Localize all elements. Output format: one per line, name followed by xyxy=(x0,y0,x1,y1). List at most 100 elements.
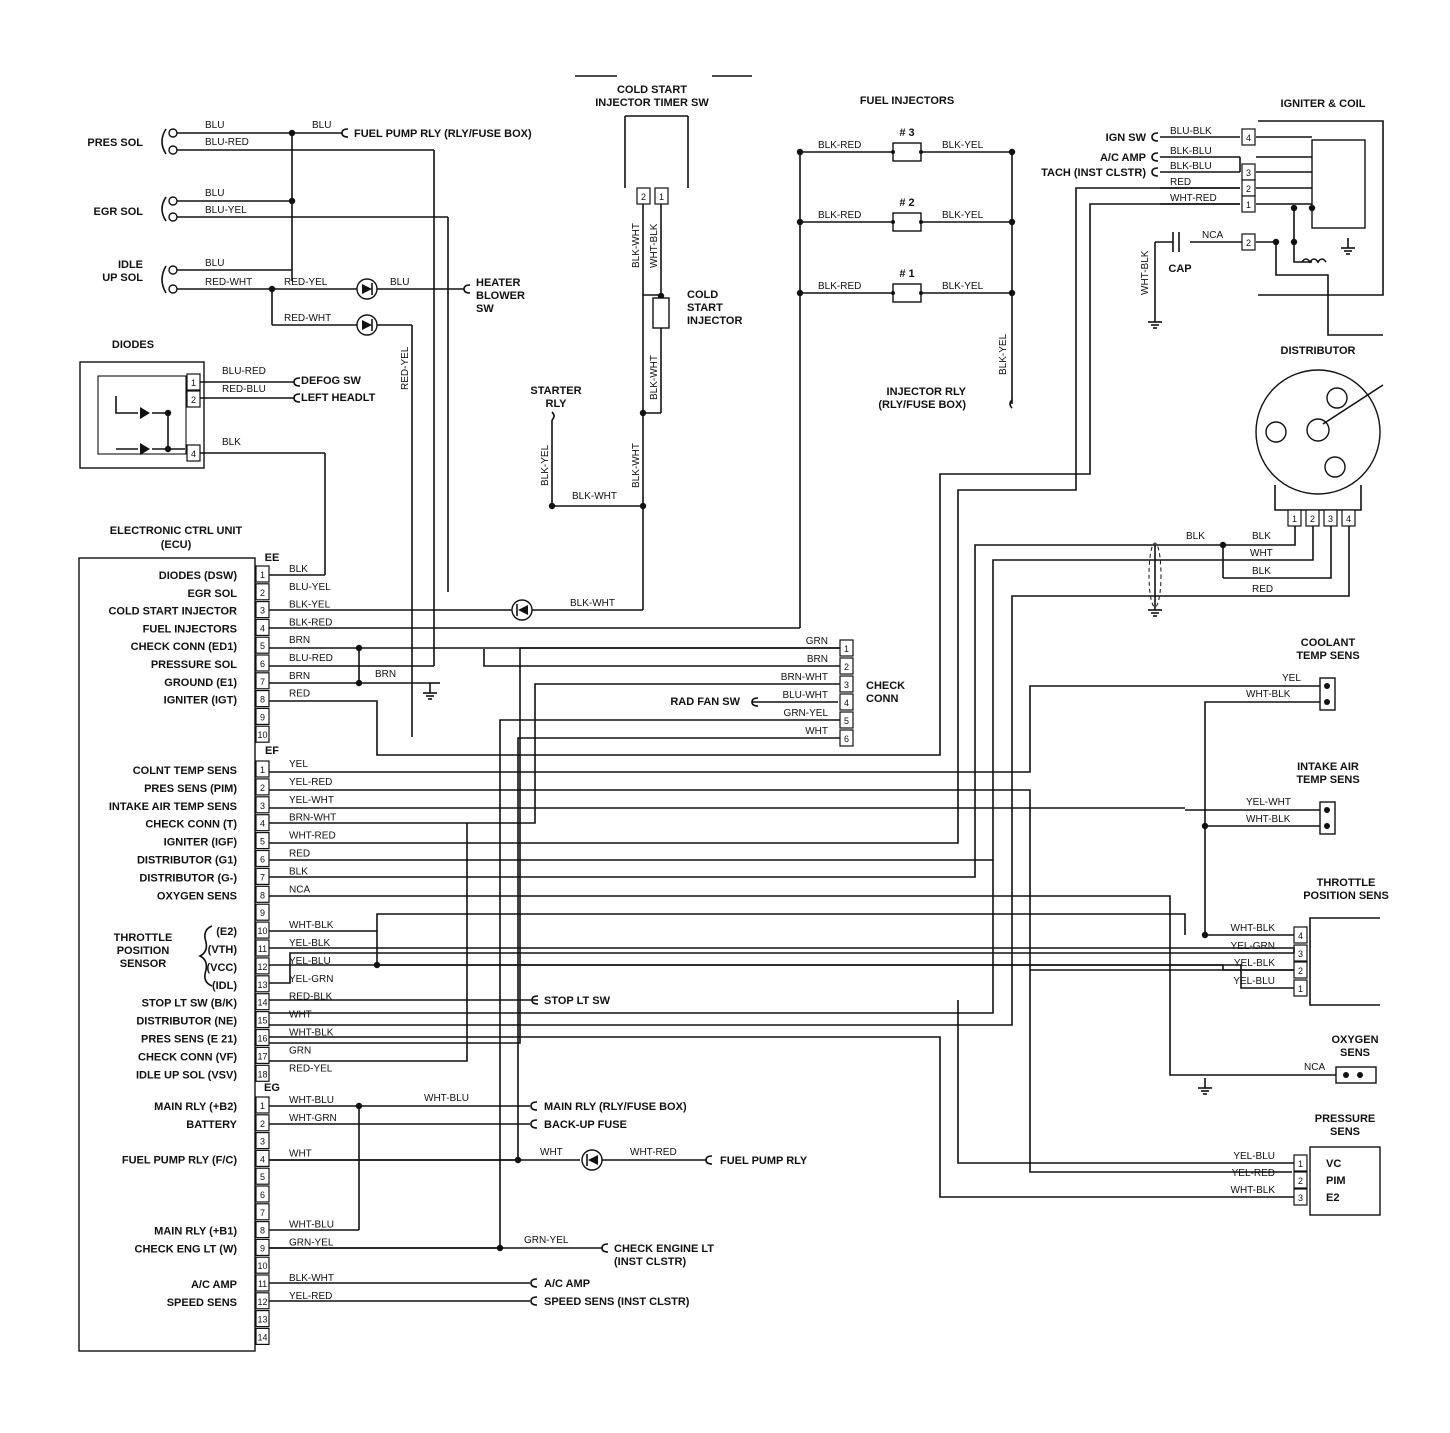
wire-label: WHT xyxy=(1250,548,1273,559)
wire-path xyxy=(269,559,1223,861)
idle-up-label: UP SOL xyxy=(102,272,143,284)
pin-number: 6 xyxy=(260,659,265,669)
wire-path xyxy=(269,647,840,1044)
pin-number: 1 xyxy=(1246,200,1251,210)
pin-number: 11 xyxy=(258,1279,267,1289)
coolant-connector xyxy=(1319,677,1336,711)
pin-number: 3 xyxy=(1328,514,1333,524)
wire-path xyxy=(1155,526,1296,546)
ecu-wire-label: BLU-RED xyxy=(289,653,333,664)
wire-label: WHT-BLU xyxy=(424,1093,469,1104)
pressure-pin-name: PIM xyxy=(1326,1175,1346,1187)
distributor-title: DISTRIBUTOR xyxy=(1281,345,1356,357)
pin-number: 7 xyxy=(260,677,265,687)
ecu-pin xyxy=(255,957,270,975)
ecu-wire-label: WHT xyxy=(289,1010,312,1021)
ecu-pin xyxy=(255,725,270,743)
cold-start-timer-title: INJECTOR TIMER SW xyxy=(595,97,709,109)
rotor-arm xyxy=(1322,384,1384,425)
ecu-pin xyxy=(255,1185,270,1203)
wire-label: WHT-RED xyxy=(630,1147,677,1158)
pin-number: 3 xyxy=(1298,949,1303,959)
pin-number: 10 xyxy=(257,730,267,740)
pin-dot xyxy=(891,150,895,154)
wire-label: BLU-RED xyxy=(205,137,249,148)
pin-number: 15 xyxy=(257,1016,267,1026)
igniter-row-label: A/C AMP xyxy=(1100,152,1146,164)
ecu-wire-label: YEL xyxy=(289,759,308,770)
ecu-pin xyxy=(255,1327,270,1346)
ecu-pin-label: GROUND (E1) xyxy=(164,677,237,689)
pin-dot xyxy=(891,291,895,295)
ecu-connector-eg: EG xyxy=(264,1082,280,1094)
injector-number: # 1 xyxy=(899,268,914,280)
wire-label: BLU-BLK xyxy=(1170,126,1212,137)
wire-path xyxy=(957,1000,1294,1164)
ecu-box xyxy=(78,557,256,1352)
splice-dot xyxy=(514,1156,522,1164)
ecu-pin-label: FUEL INJECTORS xyxy=(143,623,237,635)
ecu-pin-label: IDLE UP SOL (VSV) xyxy=(136,1069,237,1081)
oxygen-title: OXYGEN xyxy=(1331,1034,1378,1046)
pin-number: 2 xyxy=(1298,1176,1303,1186)
wire-path xyxy=(269,737,840,1161)
pin-dot xyxy=(919,291,923,295)
wire-label: BLK xyxy=(222,437,241,448)
igniter-row-label: TACH (INST CLSTR) xyxy=(1041,167,1146,179)
idle-up-label: IDLE xyxy=(118,259,143,271)
ecu-pin-label: DISTRIBUTOR (NE) xyxy=(136,1016,237,1028)
coolant-title: COOLANT xyxy=(1301,637,1356,649)
splice-dot xyxy=(355,679,363,687)
pin-number: 6 xyxy=(844,734,849,744)
ecu-pin xyxy=(255,1131,270,1150)
connector-circle xyxy=(168,212,178,222)
terminal-open xyxy=(530,1101,538,1111)
pin-dot xyxy=(919,150,923,154)
terminal-open xyxy=(1151,152,1159,162)
pin-number: 7 xyxy=(260,1208,265,1218)
pin-number: 18 xyxy=(257,1069,267,1079)
pin-number: 5 xyxy=(844,716,849,726)
wire-label: RED-WHT xyxy=(205,277,252,288)
terminal-open xyxy=(531,995,539,1005)
ecu-wire-label: BLK xyxy=(289,866,308,877)
pin-number: 3 xyxy=(260,606,265,616)
wire-label: WHT-BLK xyxy=(1246,689,1291,700)
wire-label: BLK-WHT xyxy=(631,443,642,488)
ecu-pin xyxy=(255,672,270,690)
ecu-wire-label: WHT-BLK xyxy=(289,1028,334,1039)
pin-number: 2 xyxy=(191,395,196,405)
pin-box xyxy=(1241,195,1256,213)
shield-ellipse xyxy=(1148,542,1162,608)
check-conn-wire: WHT xyxy=(805,726,828,737)
pin-number: 5 xyxy=(260,641,265,651)
coil-icon xyxy=(1311,139,1366,229)
wire-path xyxy=(269,947,1295,953)
pin-number: 3 xyxy=(260,801,265,811)
injector-rly-label: (RLY/FUSE BOX) xyxy=(878,399,966,411)
terminal-open xyxy=(1151,167,1159,177)
splice-dot xyxy=(164,445,172,453)
ecu-pin xyxy=(255,1203,270,1221)
ecu-wire-label: YEL-RED xyxy=(289,777,332,788)
splice-dot xyxy=(1201,931,1209,939)
pin-number: 6 xyxy=(260,855,265,865)
splice-dot xyxy=(1308,204,1316,212)
wire-label: BLK-YEL xyxy=(998,333,1009,375)
starter-rly-label: RLY xyxy=(546,398,568,410)
pin-number: 2 xyxy=(1246,184,1251,194)
injector-icon xyxy=(892,212,922,232)
throttle-box xyxy=(1309,917,1380,1006)
wire-label: BLK xyxy=(1186,531,1205,542)
throttle-title: POSITION SENS xyxy=(1303,890,1389,902)
ecu-title: ELECTRONIC CTRL UNIT xyxy=(110,525,243,537)
egr-sol-icon xyxy=(161,196,167,222)
ecu-pin-label: PRES SENS (E 21) xyxy=(141,1034,237,1046)
cold-start-timer-title: COLD START xyxy=(617,84,687,96)
ecu-pin-label: STOP LT SW (B/K) xyxy=(142,998,238,1010)
pin-number: 9 xyxy=(260,1243,265,1253)
ecu-wire-label: GRN xyxy=(289,1045,311,1056)
wire-path xyxy=(1275,242,1383,336)
check-conn-wire: BLU-WHT xyxy=(782,690,828,701)
